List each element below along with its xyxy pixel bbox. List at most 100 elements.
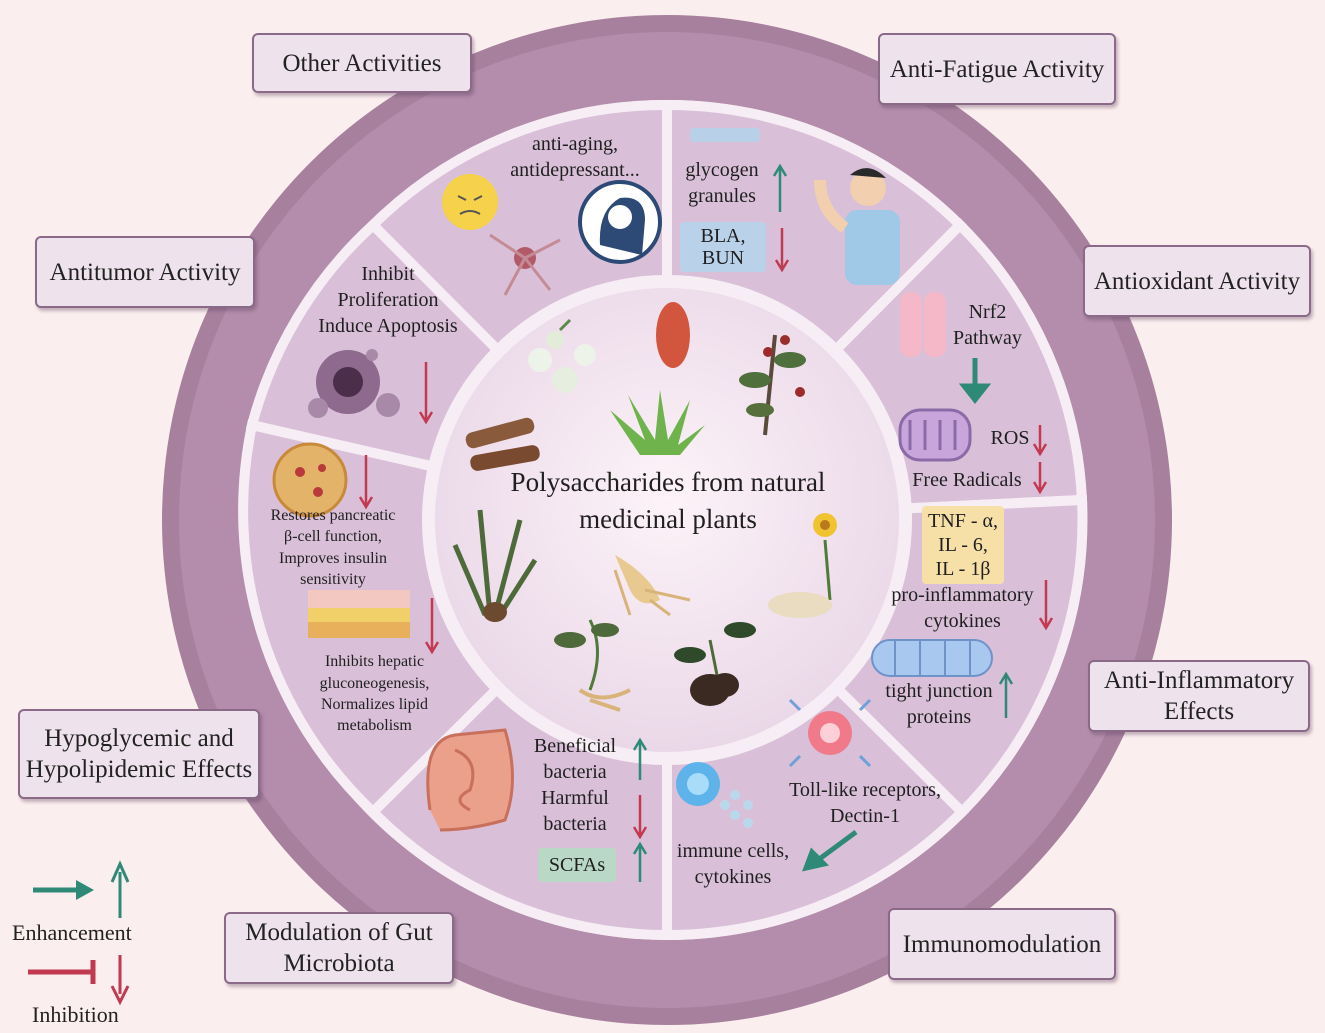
up-arrow-beneficial [632,737,648,780]
islet-cell-icon [272,442,348,518]
harmful-text-1: Harmful [541,787,609,809]
label-hypoglycemic: Hypoglycemic and Hypolipidemic Effects [18,709,260,799]
tight-junction-text-1: tight junction [885,680,993,702]
hepatic-text-2: gluconeogenesis, [319,675,430,692]
dendrobium-icon [452,509,538,622]
down-arrow-hepatic [424,598,440,655]
down-arrow-pancreatic [358,455,374,510]
label-anti-inflammatory-line-1: Anti-Inflammatory [1103,667,1295,694]
free-radicals-text: Free Radicals [912,469,1022,491]
label-gut-line-1: Modulation of Gut [245,919,433,946]
goji-berry-icon [656,302,690,368]
hepatic-text-3: Normalizes lipid [320,696,429,713]
neuron-icon [489,233,561,296]
immune-cells-text-1: immune cells, [676,840,790,862]
root-slices-icon [465,417,540,471]
segment-illustrations [272,128,993,832]
legend-enhancement: Enhancement [12,920,132,945]
enhance-up-icon [110,860,130,918]
intestine-icon [426,728,514,832]
cytokine-dots-icon [720,790,753,828]
muscle-man-icon [814,168,900,285]
il6-text: IL - 6, [938,534,988,556]
center-title-line-2: medicinal plants [579,504,757,534]
label-immunomodulation: Immunomodulation [888,908,1116,980]
tight-junction-icon [871,639,993,677]
harmful-text-2: bacteria [543,813,607,835]
label-antioxidant: Antioxidant Activity [1083,245,1311,317]
glycogen-text-1: glycogen [685,159,759,181]
down-arrow-ros [1032,425,1048,457]
enhance-arrow-icon [33,880,94,900]
ginseng-icon [613,555,691,617]
herb-branch-icon [739,334,806,436]
down-arrow-antitumor [418,362,434,425]
label-antitumor: Antitumor Activity [35,236,255,308]
ros-text: ROS [990,427,1030,449]
antitumor-text-3: Induce Apoptosis [318,315,458,337]
aloe-icon [610,390,705,455]
label-hypoglycemic-line-1: Hypoglycemic and [44,725,234,752]
down-arrow-nrf2 [958,358,992,405]
down-arrow-bla [774,228,790,273]
nrf2-text-1: Nrf2 [968,301,1007,323]
label-anti-inflammatory-line-2: Effects [1163,698,1235,725]
tumor-cell-icon [308,349,400,418]
up-arrow-glycogen [772,163,788,212]
liver-tissue-icon [308,590,410,638]
mitochondria-icon [898,408,972,462]
pro-inflammatory-text-1: pro-inflammatory [891,584,1034,606]
pro-inflammatory-text-2: cytokines [924,610,1001,632]
label-hypoglycemic-line-2: Hypolipidemic Effects [25,756,253,783]
cytokine-box: TNF - α, IL - 6, IL - 1β [922,506,1004,584]
antitumor-text-1: Inhibit [361,263,415,285]
nrf2-text-2: Pathway [953,327,1022,349]
receptors-text-1: Toll-like receptors, [789,779,941,801]
scfa-box: SCFAs [538,848,616,882]
inhibit-down-icon [110,955,130,1006]
label-gut-microbiota: Modulation of Gut Microbiota [224,912,454,984]
legend-inhibition: Inhibition [32,1002,119,1027]
legend-graphics [28,860,130,1006]
beneficial-text-1: Beneficial [533,735,617,757]
arrow-receptors [802,829,858,872]
center-title-line-1: Polysaccharides from natural [510,467,826,497]
pancreatic-text-2: β-cell function, [284,528,382,545]
pancreatic-text-4: sensitivity [300,571,366,588]
plant-illustrations [452,302,837,712]
bla-text: BLA, [700,225,746,247]
glycogen-text-2: granules [688,185,756,207]
antitumor-text-2: Proliferation [337,289,439,311]
receptors-text-2: Dectin-1 [830,805,900,827]
other-text-2: antidepressant... [510,159,640,181]
il1b-text: IL - 1β [935,558,991,580]
tight-junction-text-2: proteins [906,706,972,728]
beneficial-text-2: bacteria [543,761,607,783]
pancreatic-text-3: Improves insulin [279,550,387,567]
hepatic-text-1: Inhibits hepatic [324,653,425,670]
label-anti-inflammatory: Anti-Inflammatory Effects [1088,660,1310,732]
bla-bun-box: BLA, BUN [680,222,766,272]
flower-cluster-icon [528,318,596,393]
cell-membrane-icon [900,292,946,357]
immune-cells-text-2: cytokines [694,866,772,888]
label-anti-fatigue: Anti-Fatigue Activity [878,33,1116,105]
bun-text: BUN [701,247,745,269]
tnf-text: TNF - α, [928,510,998,532]
inhibit-bar-icon [28,960,96,984]
angry-face-icon [442,174,498,230]
hepatic-text-4: metabolism [337,717,412,734]
down-arrow-radicals [1032,462,1048,495]
label-other-activities: Other Activities [252,33,472,93]
pancreatic-text-1: Restores pancreatic [270,507,396,524]
down-arrow-harmful [632,795,648,840]
up-arrow-tight [998,671,1014,718]
other-text-1: anti-aging, [531,133,619,155]
root-plant-icon [554,619,631,712]
lymphocyte-icon [676,762,720,806]
tuber-icon [674,622,756,706]
up-arrow-scfa [632,841,648,882]
label-gut-line-2: Microbiota [283,950,395,977]
